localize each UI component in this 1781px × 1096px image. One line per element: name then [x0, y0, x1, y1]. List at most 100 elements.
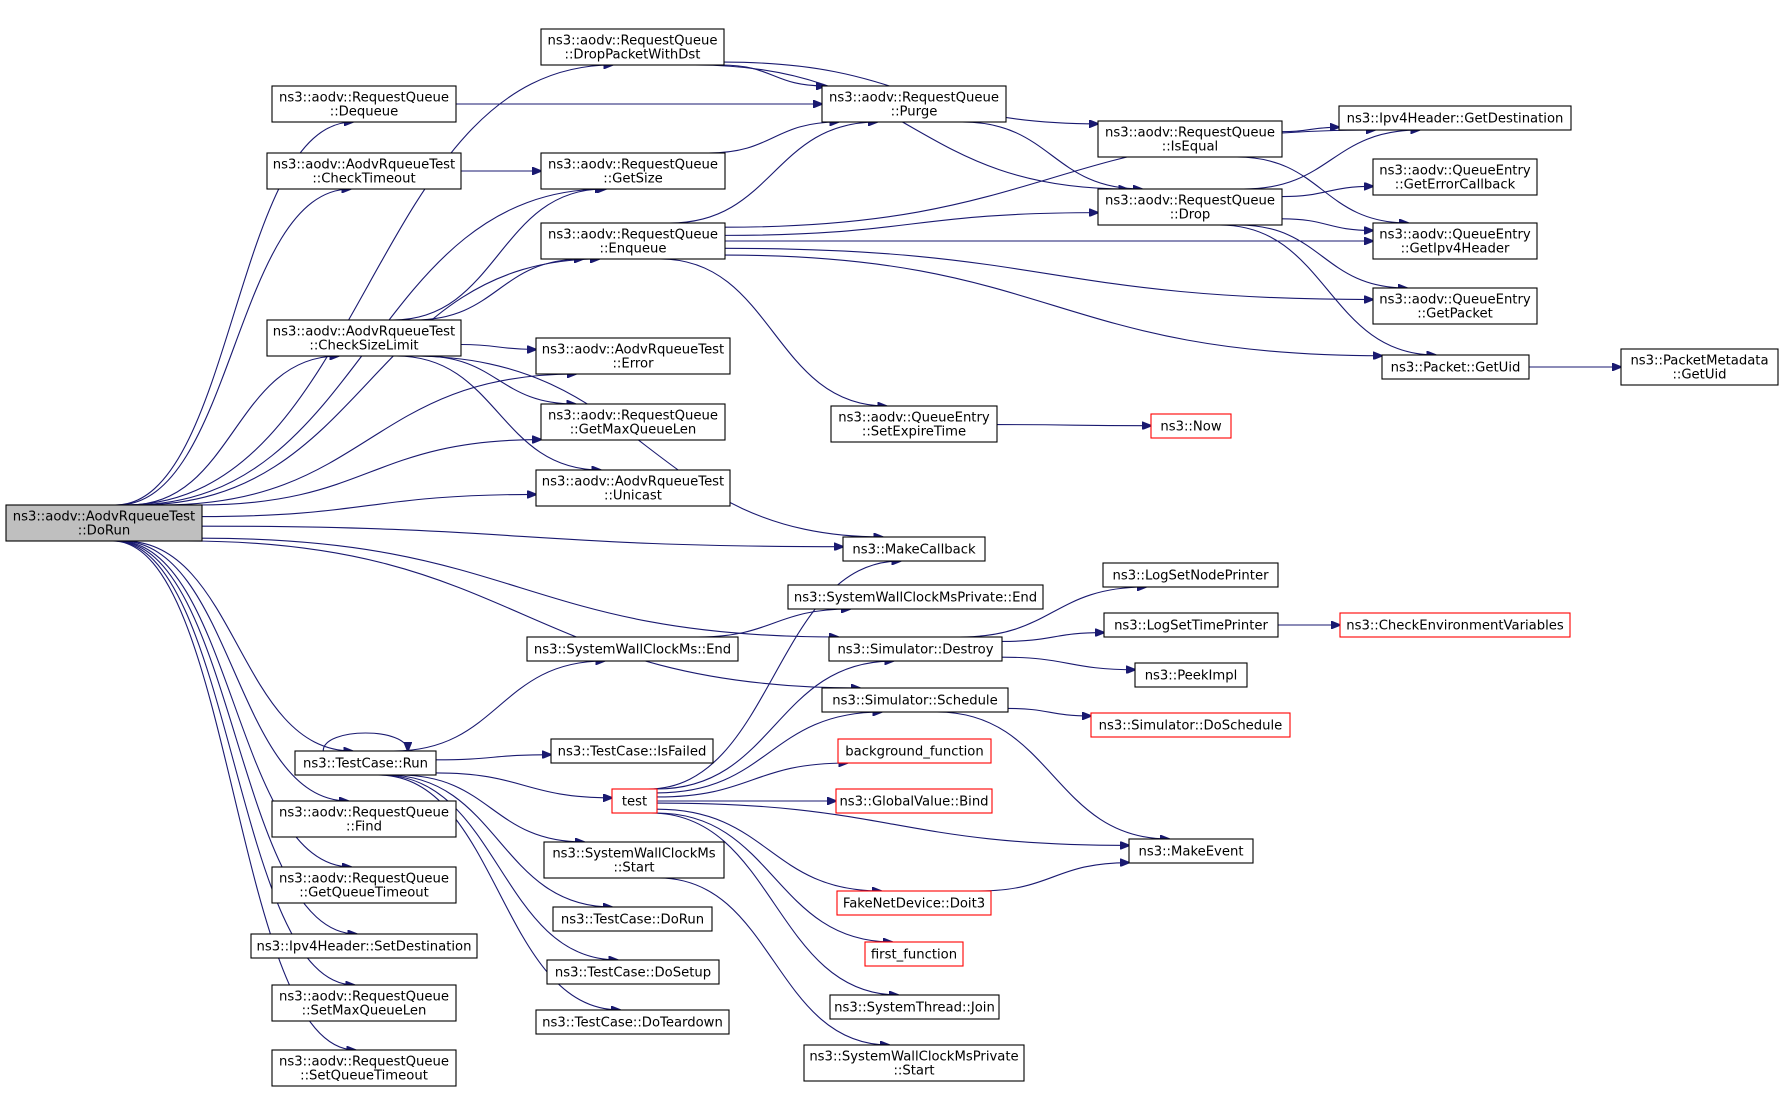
node-label: ns3::TestCase::DoSetup [555, 966, 711, 981]
node-testcase-dosetup[interactable]: ns3::TestCase::DoSetup [546, 959, 720, 985]
node-label: ::GetPacket [1417, 307, 1493, 322]
node-label: ns3::SystemWallClockMsPrivate [809, 1050, 1018, 1065]
edge-dorun_root-to-sim_schedule [186, 540, 860, 688]
node-label: ns3::SystemWallClockMsPrivate::End [794, 591, 1037, 606]
edge [460, 343, 536, 349]
node-rq-purge[interactable]: ns3::aodv::RequestQueue::Purge [821, 85, 1007, 123]
node-rq-setqueuetimeout[interactable]: ns3::aodv::RequestQueue::SetQueueTimeout [271, 1049, 457, 1087]
edge [1007, 707, 1091, 716]
node-rq-dropwithdst[interactable]: ns3::aodv::RequestQueue::DropPacketWithD… [540, 28, 725, 66]
node-packet-getuid[interactable]: ns3::Packet::GetUid [1381, 354, 1530, 380]
node-box [1381, 354, 1530, 380]
node-swcmp-end[interactable]: ns3::SystemWallClockMsPrivate::End [787, 584, 1044, 610]
node-box [864, 941, 964, 967]
node-label: ::Start [893, 1064, 934, 1079]
edge-rq_drop-to-ipv4_getdest [1243, 130, 1420, 190]
node-now[interactable]: ns3::Now [1150, 413, 1232, 439]
node-testcase-run[interactable]: ns3::TestCase::Run [294, 750, 437, 776]
node-checkenvvars[interactable]: ns3::CheckEnvironmentVariables [1339, 612, 1571, 638]
node-box [828, 636, 1003, 662]
node-globalvalue-bind[interactable]: ns3::GlobalValue::Bind [835, 788, 993, 814]
node-peekimpl[interactable]: ns3::PeekImpl [1134, 662, 1248, 688]
node-rq-enqueue[interactable]: ns3::aodv::RequestQueue::Enqueue [540, 222, 726, 260]
node-rq-setmaxqueuelen[interactable]: ns3::aodv::RequestQueue::SetMaxQueueLen [271, 984, 457, 1022]
edge-dorun_root-to-rq_getmaxqueuelen [198, 440, 541, 506]
edge [377, 774, 620, 1010]
node-makecallback[interactable]: ns3::MakeCallback [842, 536, 986, 562]
node-test-checktimeout[interactable]: ns3::aodv::AodvRqueueTest::CheckTimeout [266, 152, 462, 190]
node-label: ::Dequeue [330, 105, 398, 120]
edge-rq_dropwithdst-to-rq_purge [721, 64, 825, 86]
edge-test-to-first_function [656, 812, 892, 942]
node-box [1372, 287, 1538, 325]
node-rq-getmaxqueuelen[interactable]: ns3::aodv::RequestQueue::GetMaxQueueLen [540, 403, 726, 441]
node-box [1103, 612, 1279, 638]
edge-rq_enqueue-to-rq_purge [669, 122, 877, 224]
node-dorun-root[interactable]: ns3::aodv::AodvRqueueTest::DoRun [5, 504, 203, 542]
node-testcase-doteardown[interactable]: ns3::TestCase::DoTeardown [535, 1009, 730, 1035]
node-rq-isequal[interactable]: ns3::aodv::RequestQueue::IsEqual [1097, 120, 1283, 158]
node-test-unicast[interactable]: ns3::aodv::AodvRqueueTest::Unicast [535, 469, 731, 507]
node-box [787, 584, 1044, 610]
edge-test_checksizelimit-to-rq_enqueue [413, 259, 583, 321]
node-fakenetdevice-doit3[interactable]: FakeNetDevice::Doit3 [836, 890, 992, 916]
node-box [546, 959, 720, 985]
node-label: ns3::GlobalValue::Bind [839, 795, 988, 810]
node-qe-getipv4header[interactable]: ns3::aodv::QueueEntry::GetIpv4Header [1372, 222, 1538, 260]
node-test[interactable]: test [611, 788, 658, 814]
node-first-function[interactable]: first_function [864, 941, 964, 967]
node-label: ns3::aodv::QueueEntry [1379, 293, 1531, 308]
node-sim-destroy[interactable]: ns3::Simulator::Destroy [828, 636, 1003, 662]
edge [421, 355, 576, 404]
node-qe-setexpiretime[interactable]: ns3::aodv::QueueEntry::SetExpireTime [830, 405, 998, 443]
edge-test-to-sim_destroy [656, 661, 894, 790]
node-rq-dequeue[interactable]: ns3::aodv::RequestQueue::Dequeue [271, 85, 457, 123]
edge [656, 802, 1129, 845]
edge [656, 808, 881, 891]
node-sim-schedule[interactable]: ns3::Simulator::Schedule [821, 687, 1009, 713]
node-qe-geterrorcb[interactable]: ns3::aodv::QueueEntry::GetErrorCallback [1372, 158, 1538, 196]
node-logsetnodeprinter[interactable]: ns3::LogSetNodePrinter [1102, 562, 1279, 588]
node-test-error[interactable]: ns3::aodv::AodvRqueueTest::Error [535, 337, 731, 375]
node-label: ns3::TestCase::DoRun [561, 913, 704, 928]
node-qe-getpacket[interactable]: ns3::aodv::QueueEntry::GetPacket [1372, 287, 1538, 325]
edge [1238, 224, 1407, 288]
node-rq-drop[interactable]: ns3::aodv::RequestQueue::Drop [1097, 188, 1283, 226]
edge-dorun_root-to-sim_destroy [201, 537, 838, 637]
node-pm-getuid[interactable]: ns3::PacketMetadata::GetUid [1620, 348, 1779, 386]
node-rq-find[interactable]: ns3::aodv::RequestQueue::Find [271, 800, 457, 838]
node-label: ns3::Ipv4Header::SetDestination [257, 940, 472, 955]
node-testcase-isfailed[interactable]: ns3::TestCase::IsFailed [550, 738, 714, 764]
node-rq-getqueuetimeout[interactable]: ns3::aodv::RequestQueue::GetQueueTimeout [271, 866, 457, 904]
node-box [266, 152, 462, 190]
node-swcm-end[interactable]: ns3::SystemWallClockMs::End [526, 636, 739, 662]
edge-test_checksizelimit-to-test_unicast [396, 355, 600, 470]
node-rq-getsize[interactable]: ns3::aodv::RequestQueue::GetSize [540, 152, 726, 190]
node-testcase-dorun[interactable]: ns3::TestCase::DoRun [552, 906, 713, 932]
node-ipv4-getdest[interactable]: ns3::Ipv4Header::GetDestination [1338, 105, 1572, 131]
node-background-function[interactable]: background_function [837, 738, 992, 764]
node-label: ns3::TestCase::Run [303, 757, 428, 772]
edge [1281, 218, 1373, 231]
node-logsettimeprinter[interactable]: ns3::LogSetTimePrinter [1103, 612, 1279, 638]
node-box [1090, 712, 1291, 738]
node-label: ns3::TestCase::DoTeardown [542, 1016, 723, 1031]
edge-test_checksizelimit-to-makecallback [410, 355, 883, 537]
node-label: ns3::aodv::AodvRqueueTest [542, 343, 724, 358]
node-label: ::SetExpireTime [862, 425, 966, 440]
node-box [611, 788, 658, 814]
edge [660, 258, 887, 406]
node-swcmp-start[interactable]: ns3::SystemWallClockMsPrivate::Start [803, 1044, 1025, 1082]
node-systhread-join[interactable]: ns3::SystemThread::Join [829, 994, 1000, 1020]
node-label: ::GetSize [603, 172, 662, 187]
edge [658, 877, 889, 1045]
node-label: ns3::aodv::AodvRqueueTest [273, 325, 455, 340]
node-test-checksizelimit[interactable]: ns3::aodv::AodvRqueueTest::CheckSizeLimi… [266, 319, 462, 357]
node-box [271, 866, 457, 904]
node-sim-doschedule[interactable]: ns3::Simulator::DoSchedule [1090, 712, 1291, 738]
node-makeevent[interactable]: ns3::MakeEvent [1128, 838, 1254, 864]
edge-test-to-background_function [656, 763, 847, 798]
node-swcm-start[interactable]: ns3::SystemWallClockMs::Start [543, 841, 725, 879]
node-ipv4-setdest[interactable]: ns3::Ipv4Header::SetDestination [250, 933, 478, 959]
edge-testcase_run-to-testcase_dorun [386, 774, 612, 907]
